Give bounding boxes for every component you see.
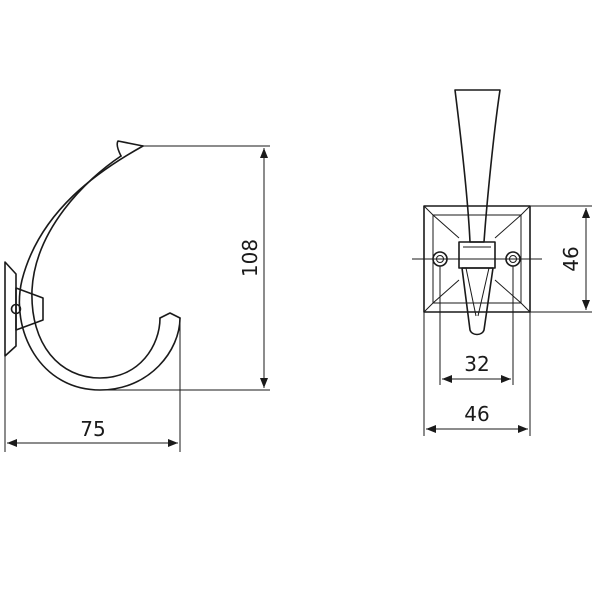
side-base-block xyxy=(15,287,44,331)
side-hook-inner xyxy=(31,155,161,379)
side-wall-plate xyxy=(4,261,17,357)
dimension-height: 108 xyxy=(100,145,270,391)
side-view xyxy=(4,140,181,391)
side-hook-upper-tip xyxy=(116,140,144,157)
front-hook-lower xyxy=(461,267,494,336)
dimension-hole-spacing-label: 32 xyxy=(464,352,489,376)
dimension-plate-width-label: 46 xyxy=(464,402,489,426)
side-hook-lower-tip xyxy=(159,312,181,319)
front-hook-neck xyxy=(458,241,496,269)
dimension-plate-height: 46 xyxy=(530,205,592,313)
dimension-height-label: 108 xyxy=(238,239,262,277)
dimension-plate-width: 46 xyxy=(423,312,531,436)
dimension-plate-height-label: 46 xyxy=(559,246,583,271)
dimension-depth-label: 75 xyxy=(80,417,105,441)
dimension-hole-spacing: 32 xyxy=(439,266,514,385)
front-hook-stem xyxy=(454,89,501,243)
front-view xyxy=(412,89,542,336)
side-hook-outer xyxy=(18,145,181,391)
dimension-depth: 75 xyxy=(4,318,181,452)
